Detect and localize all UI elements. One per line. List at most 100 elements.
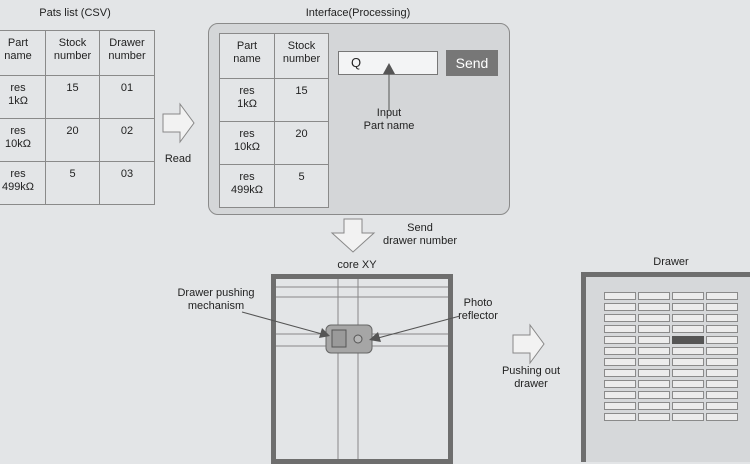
drawer-cell xyxy=(638,391,670,399)
input-pointer-arrow-icon xyxy=(383,63,395,110)
drawer-cell xyxy=(604,314,636,322)
drawer-cell xyxy=(706,369,738,377)
drawer-cell xyxy=(672,402,704,410)
drawer-cell xyxy=(706,292,738,300)
drawer-cell xyxy=(706,314,738,322)
send-button[interactable]: Send xyxy=(446,50,498,76)
drawer-cell xyxy=(672,391,704,399)
drawer-grid xyxy=(586,277,750,462)
corexy-title: core XY xyxy=(337,259,377,271)
column-header-stock-number: Stock number xyxy=(274,33,329,79)
send-arrow-icon xyxy=(330,218,376,253)
table-cell: 03 xyxy=(99,161,155,205)
drawer-cell xyxy=(672,347,704,355)
drawer-cell xyxy=(706,347,738,355)
photo-reflector-label: Photo reflector xyxy=(458,297,498,322)
drawer-cell xyxy=(604,325,636,333)
drawer-cell xyxy=(638,380,670,388)
table-cell: 15 xyxy=(45,75,100,119)
table-cell: 15 xyxy=(274,78,329,122)
read-label: Read xyxy=(164,153,192,165)
drawer-cell xyxy=(604,391,636,399)
drawer-cell xyxy=(604,413,636,421)
column-header-drawer-number: Drawer number xyxy=(99,30,155,76)
table-cell: res 1kΩ xyxy=(219,78,275,122)
drawer-cell xyxy=(638,292,670,300)
table-row: res 1kΩ 15 01 xyxy=(0,75,155,119)
csv-parts-table: Part name Stock number Drawer number res… xyxy=(0,30,155,205)
drawer-cell xyxy=(638,402,670,410)
drawer-cell xyxy=(604,369,636,377)
send-drawer-number-note: Send drawer number xyxy=(383,222,457,247)
table-cell: 20 xyxy=(274,121,329,165)
drawer-cell xyxy=(672,413,704,421)
drawer-cell xyxy=(638,347,670,355)
drawer-cell xyxy=(604,303,636,311)
drawer-cell xyxy=(638,413,670,421)
drawer-cell xyxy=(638,303,670,311)
interface-parts-table: Part name Stock number res 1kΩ 15 res 10… xyxy=(219,33,329,208)
table-cell: res 1kΩ xyxy=(0,75,46,119)
drawer-cell xyxy=(672,292,704,300)
column-header-part-name: Part name xyxy=(0,30,46,76)
table-header-row: Part name Stock number Drawer number xyxy=(0,30,155,76)
drawer-cell xyxy=(672,358,704,366)
drawer-cabinet xyxy=(581,272,750,462)
table-cell: res 10kΩ xyxy=(219,121,275,165)
drawer-cell xyxy=(638,336,670,344)
selected-drawer-cell xyxy=(672,336,704,344)
csv-title: Pats list (CSV) xyxy=(39,7,111,19)
drawer-cell xyxy=(672,380,704,388)
drawer-cell xyxy=(672,314,704,322)
drawer-cell xyxy=(604,336,636,344)
drawer-cell xyxy=(706,358,738,366)
drawer-cell xyxy=(672,369,704,377)
table-row: res 499kΩ 5 xyxy=(219,164,329,208)
reflector-pointer-arrow-icon xyxy=(369,315,461,342)
table-cell: 01 xyxy=(99,75,155,119)
drawer-cell xyxy=(706,303,738,311)
drawer-cell xyxy=(706,402,738,410)
table-cell: res 10kΩ xyxy=(0,118,46,162)
drawer-cell xyxy=(706,391,738,399)
table-row: res 10kΩ 20 02 xyxy=(0,118,155,162)
drawer-cell xyxy=(638,314,670,322)
drawer-cell xyxy=(604,380,636,388)
table-cell: res 499kΩ xyxy=(219,164,275,208)
table-cell: 5 xyxy=(45,161,100,205)
read-arrow-icon xyxy=(162,102,195,144)
drawer-cell xyxy=(672,325,704,333)
push-arrow-icon xyxy=(512,323,545,365)
table-row: res 499kΩ 5 03 xyxy=(0,161,155,205)
column-header-part-name: Part name xyxy=(219,33,275,79)
drawer-pushing-mechanism-label: Drawer pushing mechanism xyxy=(177,287,255,312)
drawer-cell xyxy=(604,402,636,410)
drawer-title: Drawer xyxy=(653,256,689,268)
drawer-cell xyxy=(672,303,704,311)
drawer-cell xyxy=(604,347,636,355)
pushing-out-drawer-label: Pushing out drawer xyxy=(501,365,561,390)
drawer-cell xyxy=(638,369,670,377)
table-header-row: Part name Stock number xyxy=(219,33,329,79)
drawer-cell xyxy=(604,292,636,300)
drawer-cell xyxy=(706,413,738,421)
corexy-rails xyxy=(276,279,448,459)
corexy-frame xyxy=(271,274,453,464)
table-row: res 1kΩ 15 xyxy=(219,78,329,122)
column-header-stock-number: Stock number xyxy=(45,30,100,76)
table-row: res 10kΩ 20 xyxy=(219,121,329,165)
input-part-name-note: Input Part name xyxy=(363,107,415,132)
drawer-cell xyxy=(706,325,738,333)
table-cell: 20 xyxy=(45,118,100,162)
table-cell: res 499kΩ xyxy=(0,161,46,205)
interface-title: Interface(Processing) xyxy=(305,7,411,19)
drawer-cell xyxy=(604,358,636,366)
mechanism-pointer-arrow-icon xyxy=(241,311,330,338)
drawer-cell xyxy=(706,336,738,344)
drawer-cell xyxy=(638,325,670,333)
interface-panel: Part name Stock number res 1kΩ 15 res 10… xyxy=(208,23,510,215)
table-cell: 02 xyxy=(99,118,155,162)
drawer-cell xyxy=(706,380,738,388)
drawer-cell xyxy=(638,358,670,366)
table-cell: 5 xyxy=(274,164,329,208)
